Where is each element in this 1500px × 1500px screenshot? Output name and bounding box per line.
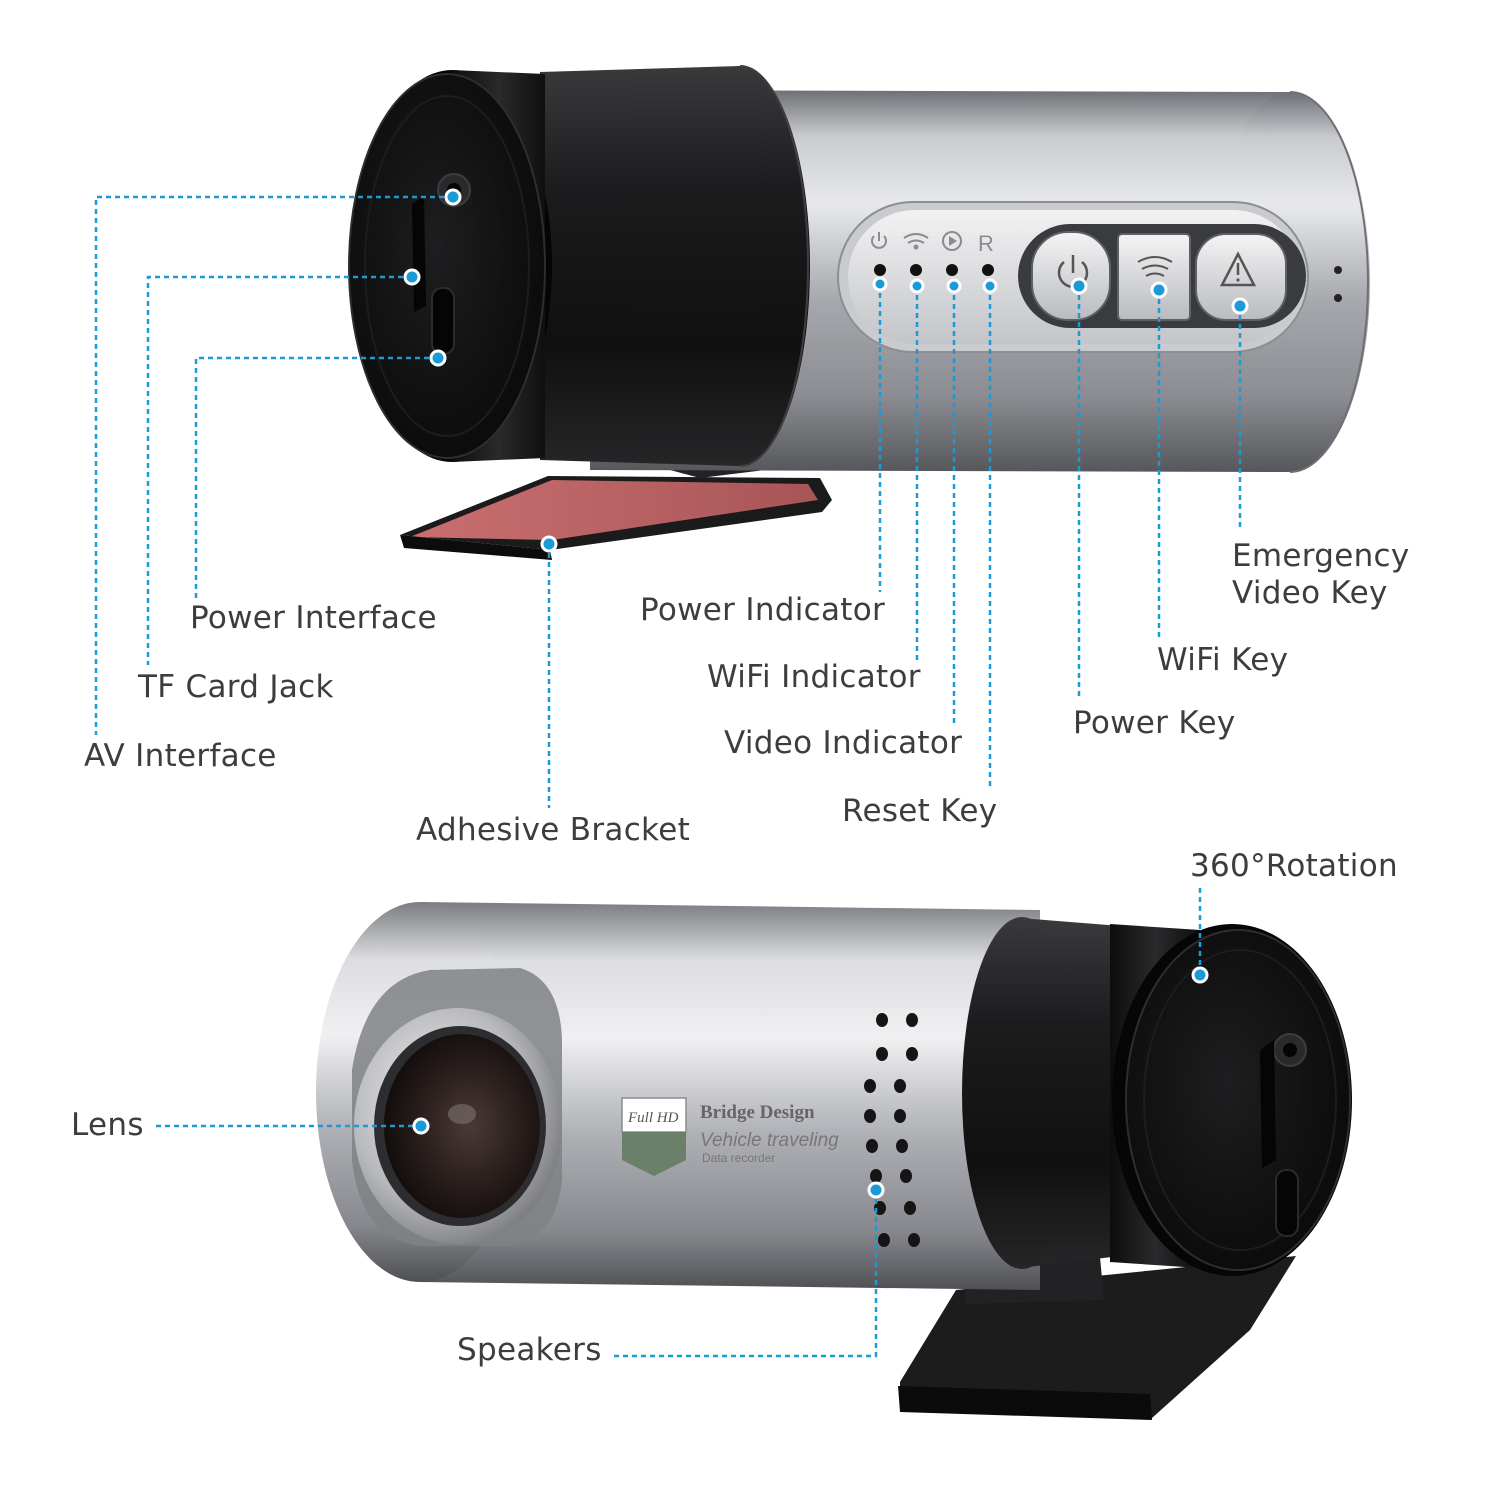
av-interface-marker bbox=[444, 188, 462, 206]
speaker-hole bbox=[864, 1079, 876, 1093]
speaker-grille bbox=[864, 1013, 920, 1247]
black-collar bbox=[540, 65, 810, 467]
speaker-hole bbox=[896, 1139, 908, 1153]
emergency-key-marker bbox=[1231, 297, 1249, 315]
label-power-indicator: Power Indicator bbox=[640, 592, 886, 628]
play-icon bbox=[942, 231, 962, 251]
bottom-end-cap bbox=[1112, 924, 1352, 1276]
label-tf-card-jack: TF Card Jack bbox=[138, 669, 334, 705]
label-power-interface: Power Interface bbox=[190, 600, 437, 636]
tf-card-marker bbox=[403, 268, 421, 286]
label-lens: Lens bbox=[71, 1107, 144, 1143]
label-emergency-line1: Emergency bbox=[1232, 538, 1410, 574]
video-indicator-marker bbox=[946, 278, 962, 294]
wifi-indicator-led bbox=[910, 264, 922, 276]
power-key[interactable] bbox=[1031, 231, 1111, 321]
speaker-hole bbox=[904, 1201, 916, 1215]
tf-card-leader bbox=[146, 275, 412, 665]
end-cap bbox=[348, 70, 552, 462]
speaker-hole bbox=[876, 1047, 888, 1061]
speaker-hole bbox=[906, 1047, 918, 1061]
label-360-rotation: 360°Rotation bbox=[1190, 848, 1398, 884]
reset-key-marker bbox=[982, 278, 998, 294]
label-adhesive-bracket: Adhesive Bracket bbox=[416, 812, 691, 848]
speakers-leader bbox=[614, 1190, 878, 1358]
warning-triangle-icon bbox=[1219, 251, 1257, 287]
control-panel: R bbox=[837, 201, 1309, 353]
badge-brand: Bridge Design bbox=[700, 1102, 815, 1123]
label-emergency-line2: Video Key bbox=[1232, 575, 1388, 611]
label-power-key: Power Key bbox=[1073, 705, 1236, 741]
label-speakers: Speakers bbox=[457, 1332, 602, 1368]
mic-hole bbox=[1334, 294, 1342, 302]
speaker-hole bbox=[894, 1079, 906, 1093]
speaker-hole bbox=[878, 1233, 890, 1247]
speaker-hole bbox=[876, 1013, 888, 1027]
reset-icon: R bbox=[978, 231, 994, 256]
label-reset-key: Reset Key bbox=[842, 793, 998, 829]
label-video-indicator: Video Indicator bbox=[724, 725, 963, 761]
callout-leaders bbox=[94, 188, 1249, 1358]
speakers-marker bbox=[867, 1181, 885, 1199]
power-indicator-led bbox=[874, 264, 886, 276]
rotation-marker bbox=[1191, 966, 1209, 984]
wifi-key-marker bbox=[1150, 281, 1168, 299]
lens-housing bbox=[352, 968, 562, 1246]
speaker-hole bbox=[864, 1109, 876, 1123]
wifi-indicator-glyph bbox=[903, 233, 929, 250]
lens-marker bbox=[412, 1117, 430, 1135]
power-interface-marker bbox=[429, 349, 447, 367]
top-camera: R bbox=[348, 65, 1370, 560]
bottom-camera-body bbox=[420, 902, 1040, 1290]
wifi-icon bbox=[1137, 256, 1173, 277]
adhesive-bracket-marker bbox=[540, 535, 558, 553]
speaker-hole bbox=[866, 1139, 878, 1153]
tf-card-slot[interactable] bbox=[412, 196, 426, 312]
speaker-hole bbox=[870, 1169, 882, 1183]
badge-line2: Data recorder bbox=[702, 1151, 775, 1165]
full-hd-text: Full HD bbox=[627, 1110, 679, 1126]
speaker-hole bbox=[906, 1013, 918, 1027]
power-indicator-marker bbox=[872, 276, 888, 292]
reset-key-hole[interactable] bbox=[982, 264, 994, 276]
speaker-hole bbox=[894, 1109, 906, 1123]
power-interface-port[interactable] bbox=[431, 287, 455, 355]
label-av-interface: AV Interface bbox=[84, 738, 277, 774]
video-indicator-led bbox=[946, 264, 958, 276]
wifi-indicator-marker bbox=[909, 278, 925, 294]
speaker-hole bbox=[908, 1233, 920, 1247]
bottom-camera: Full HD Bridge Design Vehicle traveling … bbox=[316, 902, 1352, 1420]
av-interface-leader bbox=[94, 195, 453, 735]
mic-hole bbox=[1334, 266, 1342, 274]
label-wifi-indicator: WiFi Indicator bbox=[707, 659, 921, 695]
hd-badge: Full HD Bridge Design Vehicle traveling … bbox=[621, 1097, 839, 1176]
emergency-video-key[interactable] bbox=[1195, 233, 1287, 321]
speaker-hole bbox=[900, 1169, 912, 1183]
lens bbox=[384, 1034, 540, 1218]
label-wifi-key: WiFi Key bbox=[1157, 642, 1289, 678]
power-indicator-glyph bbox=[871, 232, 887, 249]
power-key-marker bbox=[1070, 277, 1088, 295]
wifi-key[interactable] bbox=[1117, 233, 1191, 321]
badge-line1: Vehicle traveling bbox=[700, 1130, 839, 1151]
